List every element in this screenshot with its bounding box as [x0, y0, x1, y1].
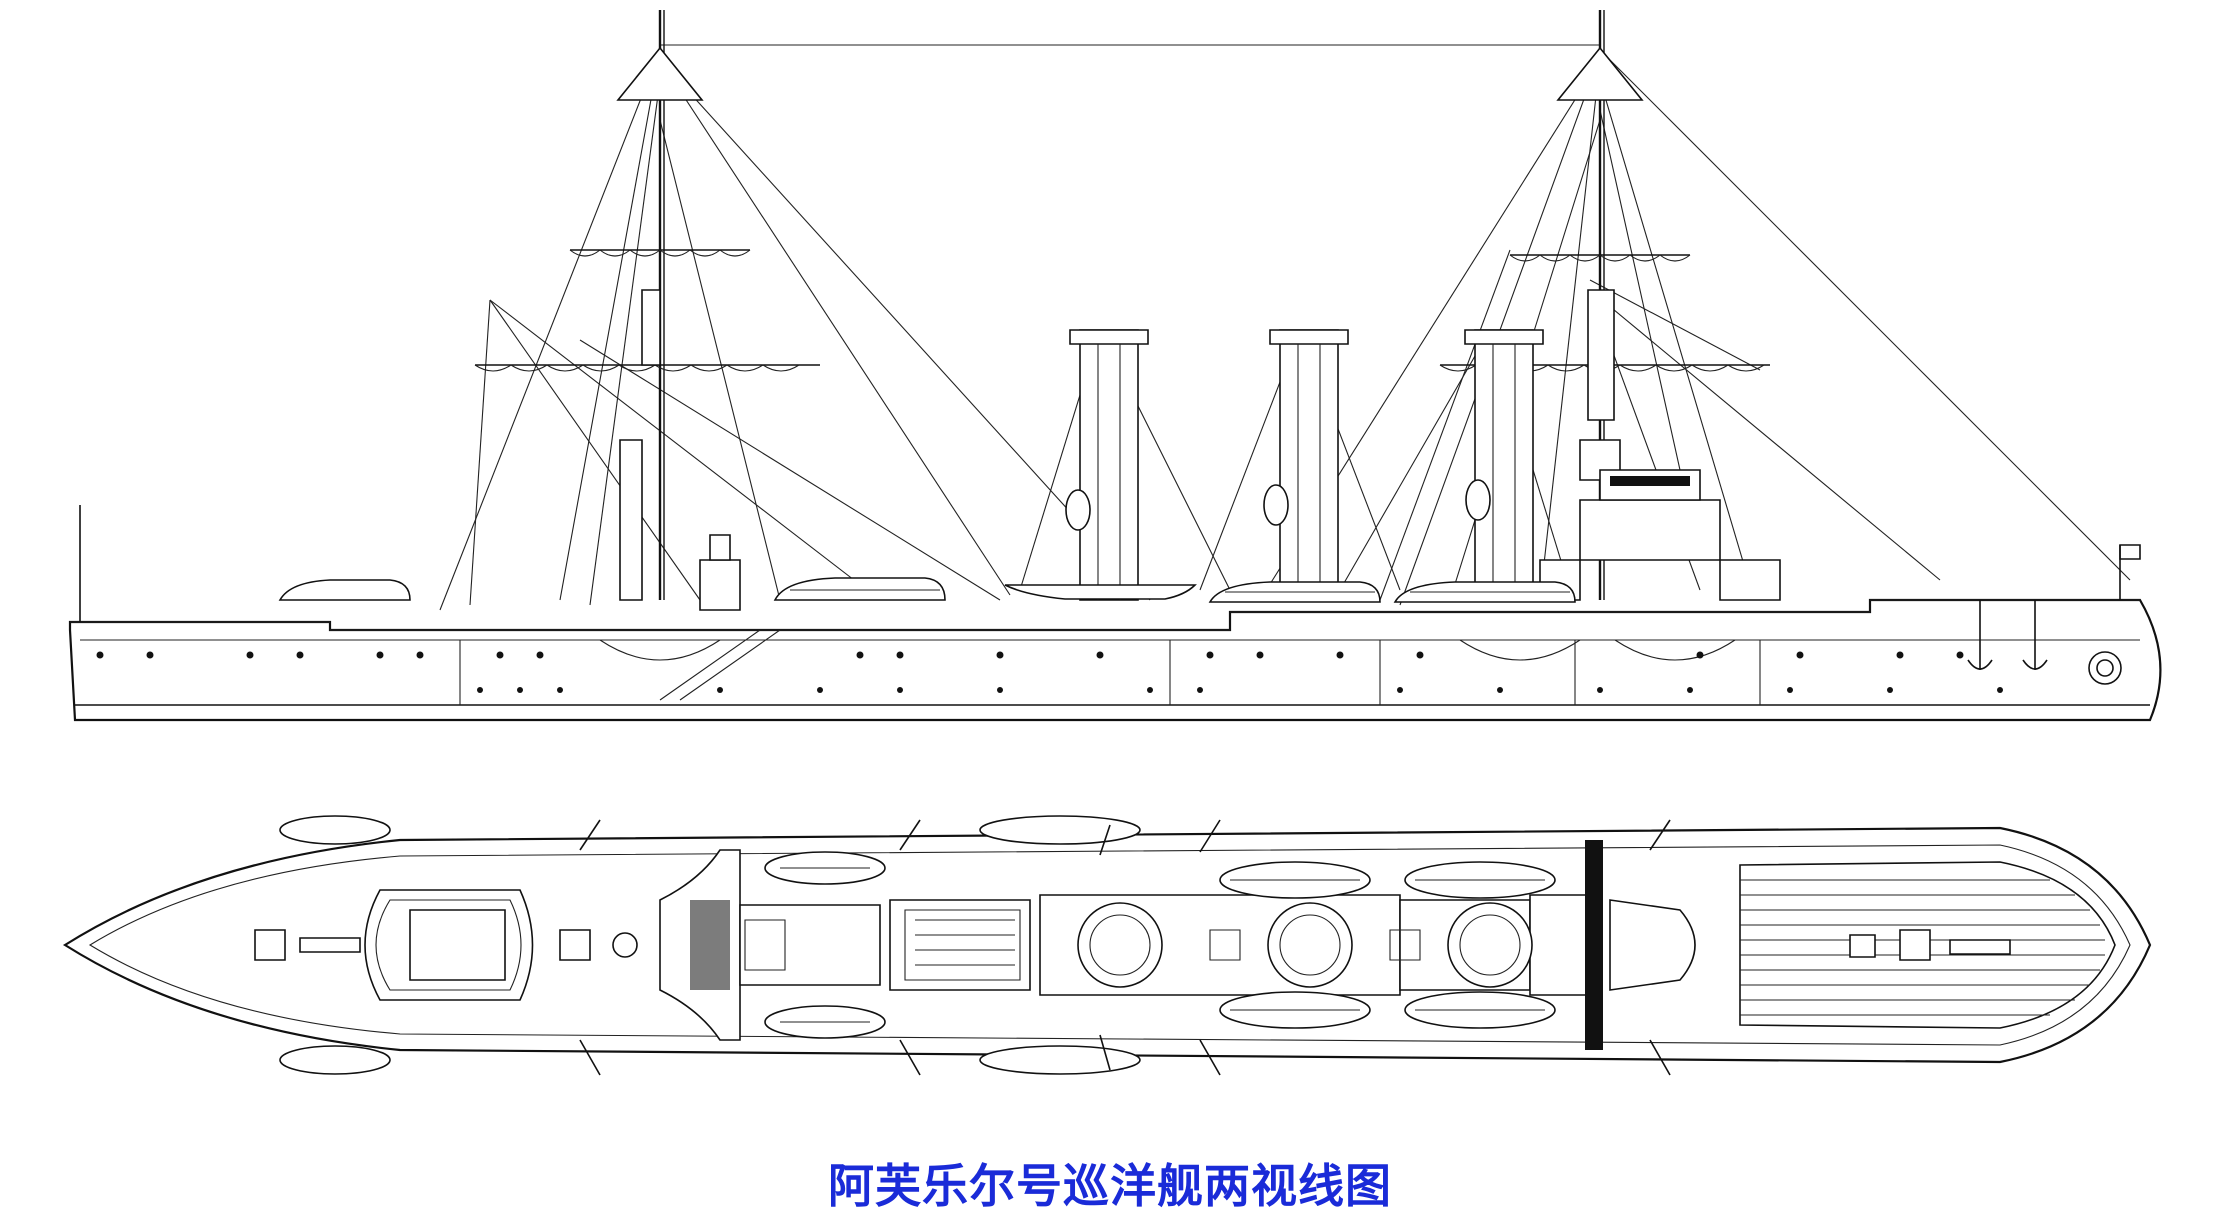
side-elevation-view	[70, 10, 2160, 720]
portholes	[96, 651, 2003, 693]
main-mast	[1440, 10, 1770, 600]
bow-fittings	[80, 505, 2140, 670]
fore-deck	[255, 890, 637, 1000]
deck-plan-view	[65, 816, 2150, 1075]
funnels	[1066, 330, 1543, 600]
bridge	[700, 470, 1780, 610]
hull	[70, 600, 2160, 720]
funnel-tops	[1078, 903, 1532, 987]
boats-side	[280, 578, 1575, 602]
side-guns	[580, 820, 1670, 1075]
fore-mast	[475, 10, 820, 600]
planked-deck	[1740, 862, 2115, 1028]
boats-plan	[280, 816, 1555, 1074]
drawing-caption: 阿芙乐尔号巡洋舰两视线图	[828, 1159, 1392, 1213]
